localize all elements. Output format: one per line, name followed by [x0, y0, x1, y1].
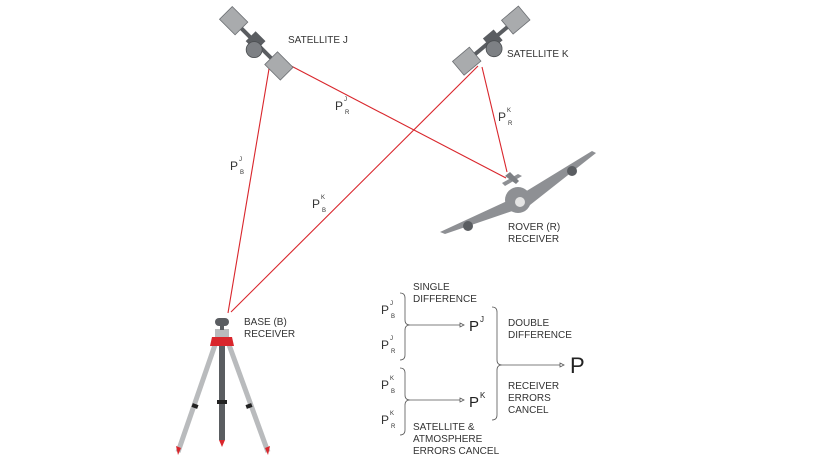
range-label-kb: P K B [312, 195, 326, 214]
signal-line-j-base [227, 56, 272, 314]
single-difference-pj: P J [469, 315, 484, 335]
arrowhead-pj [459, 322, 465, 328]
svg-text:J: J [390, 301, 393, 307]
rover-label-line2: RECEIVER [508, 234, 559, 245]
brace-double [491, 306, 503, 421]
receiver-errors-label: RECEIVER ERRORS CANCEL [508, 381, 559, 416]
svg-text:CANCEL: CANCEL [508, 405, 549, 416]
svg-text:ATMOSPHERE: ATMOSPHERE [413, 434, 483, 445]
signal-line-k-base [230, 65, 479, 313]
brace-k [399, 367, 411, 436]
range-label-kr: P K R [498, 108, 513, 127]
satellite-atmosphere-errors-label: SATELLITE & ATMOSPHERE ERRORS CANCEL [413, 422, 500, 457]
svg-text:R: R [345, 110, 350, 116]
svg-text:J: J [480, 315, 484, 324]
svg-text:K: K [507, 108, 511, 114]
flow-input-jr: P J R [381, 336, 396, 355]
rover-label-line1: ROVER (R) [508, 222, 560, 233]
flow-diagram [399, 292, 565, 436]
svg-text:P: P [469, 394, 479, 411]
svg-text:B: B [322, 208, 326, 214]
svg-text:J: J [344, 97, 347, 103]
svg-text:DIFFERENCE: DIFFERENCE [508, 330, 572, 341]
svg-text:B: B [391, 314, 395, 320]
flow-input-kr: P K R [381, 411, 396, 430]
svg-text:RECEIVER: RECEIVER [508, 381, 559, 392]
svg-text:P: P [469, 318, 479, 335]
svg-text:P: P [335, 99, 343, 113]
arrowhead-pk [459, 397, 465, 403]
svg-text:R: R [508, 121, 513, 127]
svg-text:B: B [240, 170, 244, 176]
signal-lines [227, 56, 508, 314]
signal-line-j-rover [273, 56, 507, 179]
svg-text:K: K [390, 376, 394, 382]
satellite-j-label: SATELLITE J [288, 35, 348, 46]
flow-input-kb: P K B [381, 376, 395, 395]
brace-j [399, 292, 411, 361]
svg-text:J: J [390, 336, 393, 342]
double-difference-label: DOUBLE DIFFERENCE [508, 318, 572, 341]
range-label-jb: P J B [230, 157, 244, 176]
svg-text:P: P [312, 197, 320, 211]
tripod-base-icon [175, 318, 271, 455]
svg-text:P: P [381, 338, 389, 352]
svg-text:K: K [390, 411, 394, 417]
satellite-j-icon [218, 5, 294, 81]
svg-text:R: R [391, 349, 396, 355]
flow-input-jb: P J B [381, 301, 395, 320]
satellite-k-icon [451, 5, 531, 76]
satellite-k-label: SATELLITE K [507, 49, 569, 60]
base-label-line1: BASE (B) [244, 317, 287, 328]
svg-text:R: R [391, 424, 396, 430]
svg-text:P: P [498, 110, 506, 124]
svg-text:P: P [381, 413, 389, 427]
svg-text:ERRORS: ERRORS [508, 393, 551, 404]
svg-text:SATELLITE &: SATELLITE & [413, 422, 475, 433]
svg-text:K: K [480, 391, 486, 400]
single-difference-pk: P K [469, 391, 486, 411]
double-difference-result: P [570, 353, 585, 378]
svg-text:DOUBLE: DOUBLE [508, 318, 549, 329]
svg-text:SINGLE: SINGLE [413, 282, 450, 293]
svg-text:K: K [321, 195, 325, 201]
svg-text:P: P [381, 378, 389, 392]
signal-line-k-rover [481, 66, 508, 173]
base-label-line2: RECEIVER [244, 329, 295, 340]
svg-text:P: P [381, 303, 389, 317]
svg-text:B: B [391, 389, 395, 395]
range-label-jr: P J R [335, 97, 350, 116]
svg-text:P: P [230, 159, 238, 173]
svg-text:ERRORS CANCEL: ERRORS CANCEL [413, 446, 500, 457]
single-difference-label: SINGLE DIFFERENCE [413, 282, 477, 305]
svg-text:J: J [239, 157, 242, 163]
svg-text:DIFFERENCE: DIFFERENCE [413, 294, 477, 305]
arrowhead-p [559, 362, 565, 368]
airplane-rover-icon [440, 151, 596, 234]
